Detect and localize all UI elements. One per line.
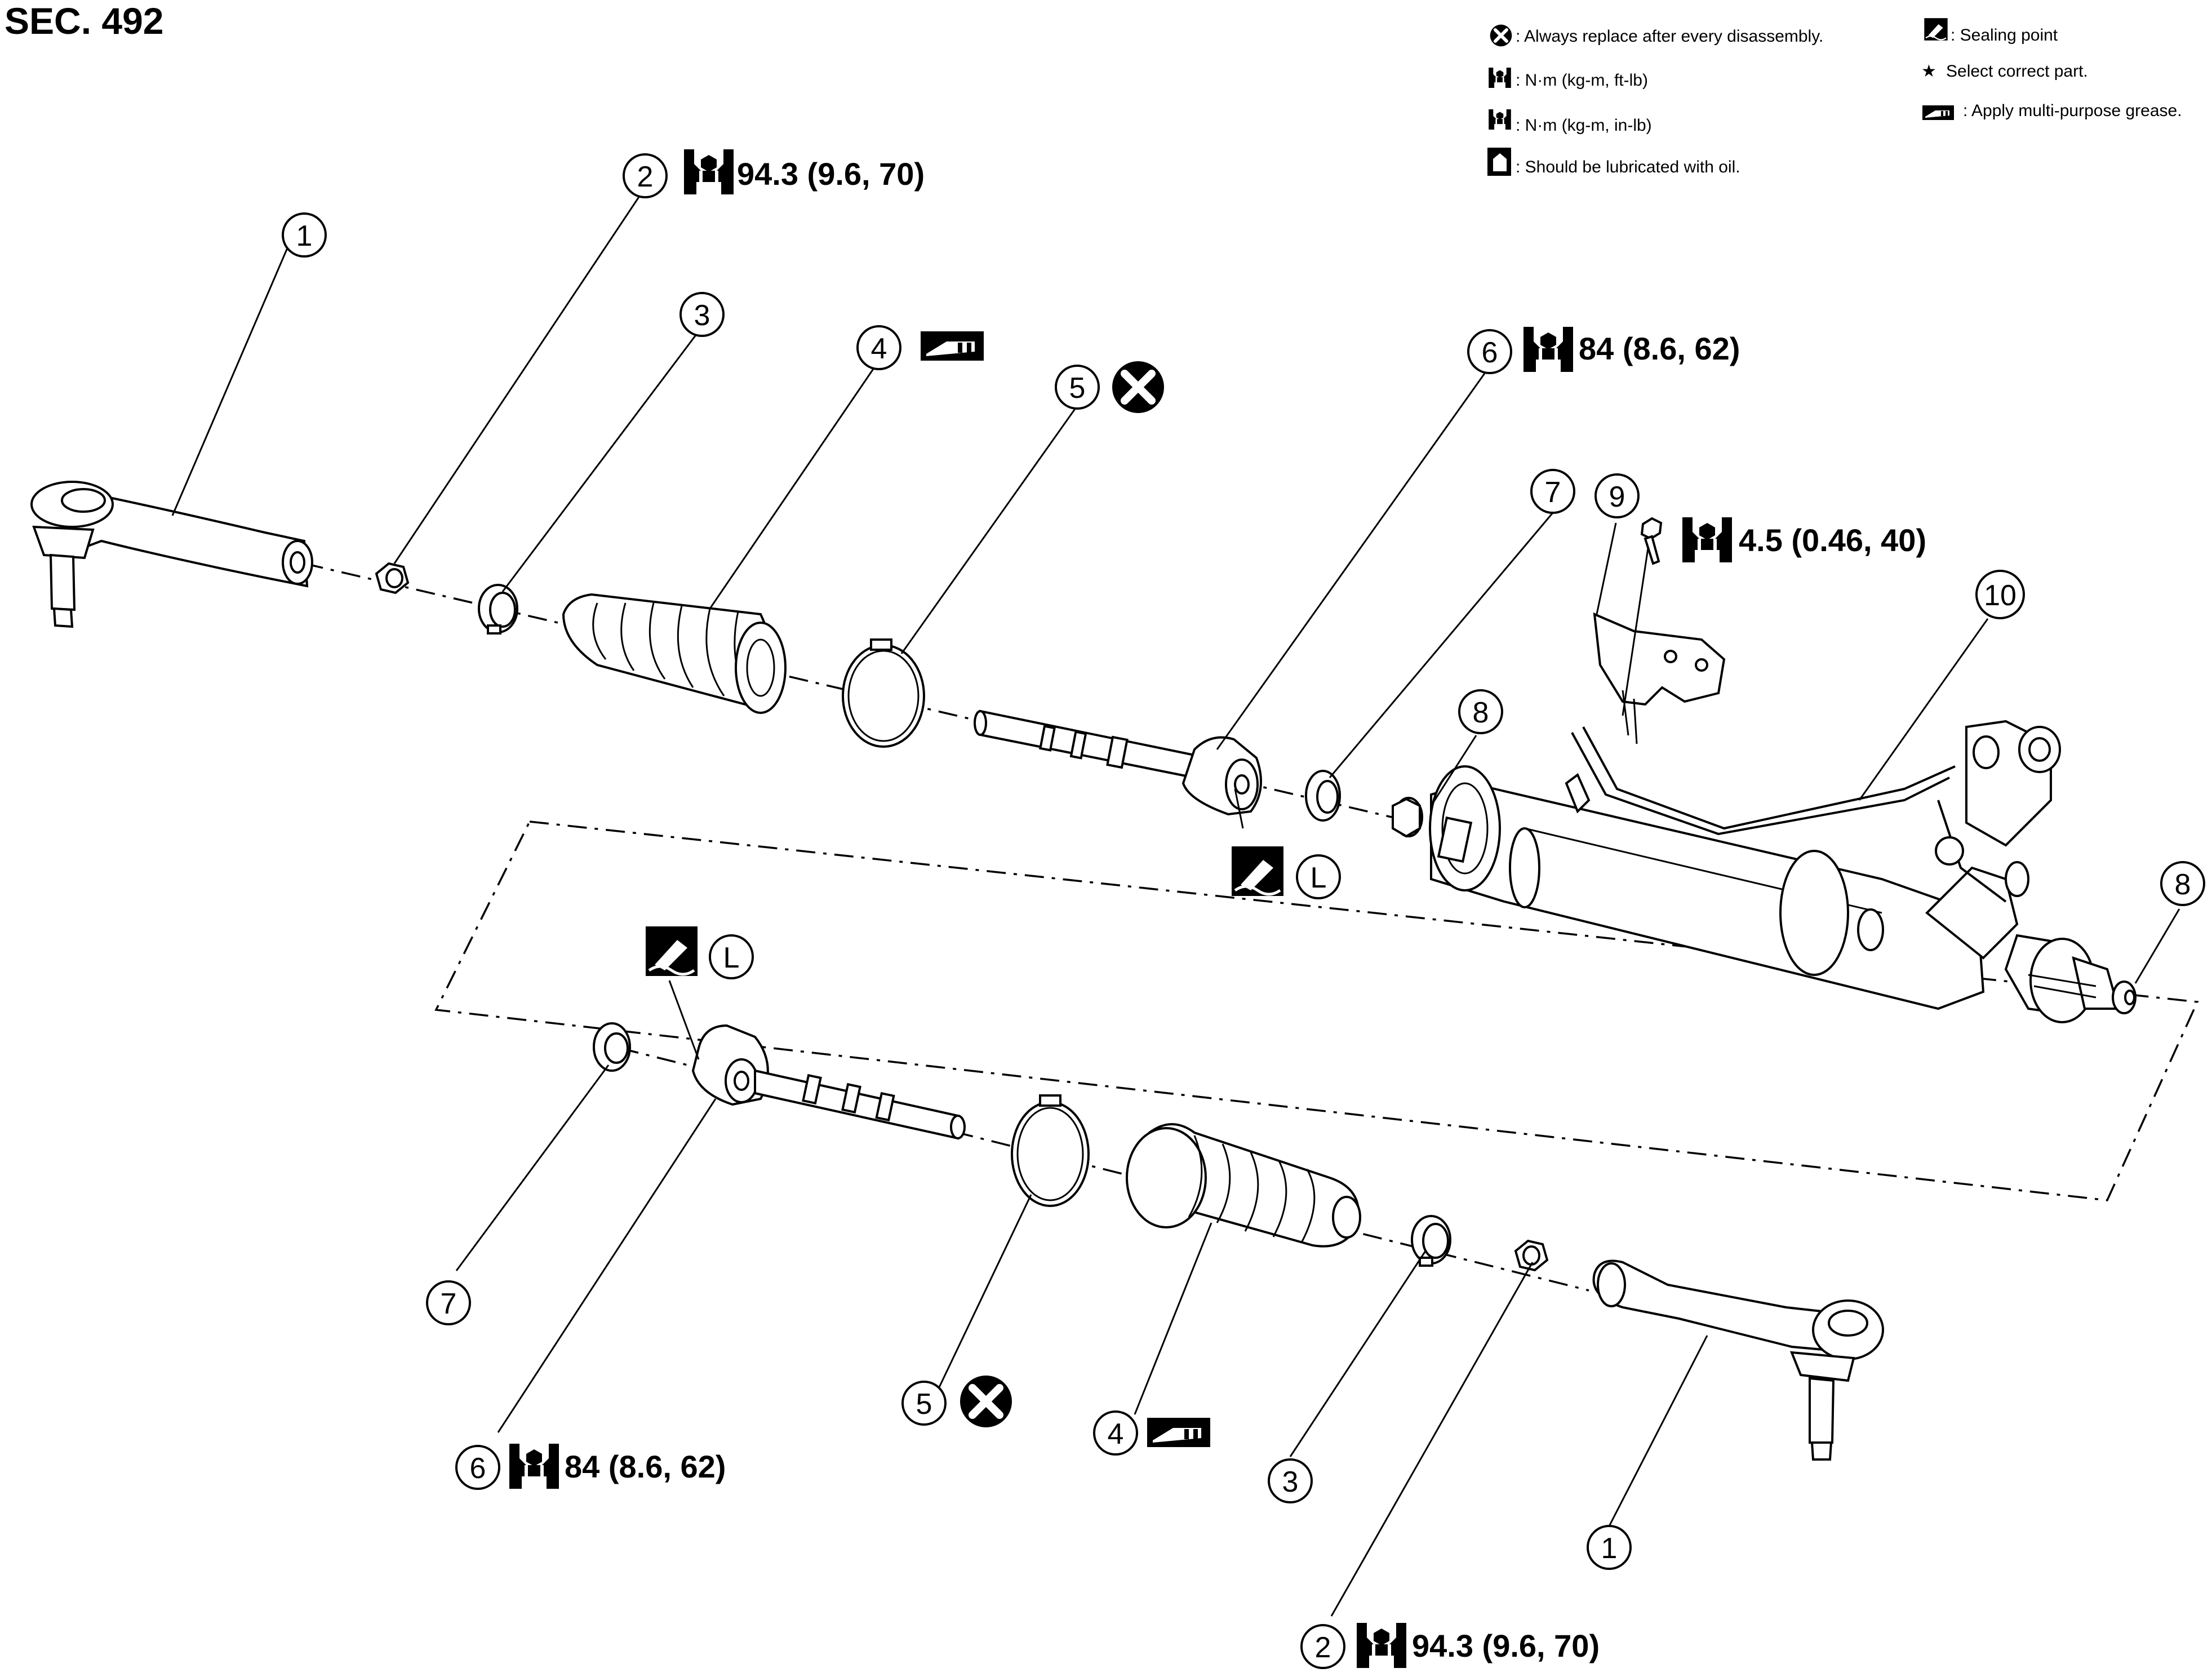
wrench-torque-icon-2-lower xyxy=(1357,1623,1406,1668)
callouts: 1 2 3 4 5 6 7 9 10 8 8 L L 7 6 5 4 3 1 2 xyxy=(282,153,2205,1669)
wrench-torque-icon-2-upper xyxy=(684,149,734,194)
grease-gun-icon-4-lower xyxy=(1147,1418,1210,1447)
bracket-and-bolt xyxy=(1593,517,1726,744)
torque-9: 4.5 (0.46, 40) xyxy=(1739,522,1926,558)
legend: : Always replace after every disassembly… xyxy=(1487,17,2182,176)
rack-frame-outline xyxy=(434,820,2199,1201)
callout-1-upper: 1 xyxy=(296,220,313,252)
torque-6-upper: 84 (8.6, 62) xyxy=(1579,331,1740,366)
wrench-torque-icon xyxy=(1487,66,1512,89)
callout-6-lower: 6 xyxy=(470,1452,486,1485)
callout-7-lower: 7 xyxy=(441,1288,457,1320)
legend-replace: : Always replace after every disassembly… xyxy=(1516,27,1823,46)
boot-clamp-large-lower xyxy=(1011,1094,1090,1207)
boot-clamp-large-upper xyxy=(842,638,925,748)
callout-3-lower: 3 xyxy=(1282,1466,1299,1498)
legend-torque-ftlb: : N·m (kg-m, ft-lb) xyxy=(1516,71,1648,90)
lock-nut-upper xyxy=(375,562,410,595)
callout-5-upper: 5 xyxy=(1069,372,1086,405)
boot-clamp-small-upper xyxy=(478,584,518,635)
callout-l-lower: L xyxy=(723,942,740,974)
callout-2-upper: 2 xyxy=(637,161,654,193)
legend-torque-inlb: : N·m (kg-m, in-lb) xyxy=(1516,116,1652,135)
specs: 94.3 (9.6, 70) 84 (8.6, 62) 4.5 (0.46, 4… xyxy=(509,149,1926,1668)
callout-8-left: 8 xyxy=(1473,696,1489,729)
callout-10: 10 xyxy=(1984,579,2016,612)
washer-lower xyxy=(593,1022,631,1072)
callout-7-upper: 7 xyxy=(1545,476,1561,509)
steering-gear-housing xyxy=(1429,720,2137,1023)
callout-2-lower: 2 xyxy=(1315,1631,1331,1664)
torque-2-lower: 94.3 (9.6, 70) xyxy=(1412,1628,1600,1663)
callout-9: 9 xyxy=(1609,481,1625,513)
legend-select: Select correct part. xyxy=(1946,62,2088,81)
wrench-torque-inlb-icon xyxy=(1487,108,1512,131)
callout-3-upper: 3 xyxy=(694,299,710,332)
cross-circle-icon-5-lower xyxy=(960,1376,1012,1427)
oil-can-icon xyxy=(1487,148,1511,176)
rack-end-left xyxy=(1392,797,1423,838)
legend-oil: : Should be lubricated with oil. xyxy=(1516,158,1740,176)
rack-boot-upper xyxy=(562,593,787,714)
callout-l-upper: L xyxy=(1311,862,1327,894)
cross-circle-icon xyxy=(1490,25,1512,47)
grease-gun-icon xyxy=(1922,105,1954,120)
wrench-torque-icon-6-lower xyxy=(509,1444,559,1489)
callout-4-upper: 4 xyxy=(871,332,887,365)
callout-1-lower: 1 xyxy=(1601,1532,1618,1565)
cross-circle-icon-5-upper xyxy=(1112,361,1164,413)
section-title: SEC. 492 xyxy=(5,0,164,42)
sealant-tube-icon-upper xyxy=(1232,846,1283,896)
sealant-tube-icon xyxy=(1924,17,1948,41)
torque-2-upper: 94.3 (9.6, 70) xyxy=(737,156,925,192)
torque-6-lower: 84 (8.6, 62) xyxy=(565,1449,726,1484)
rack-boot-lower xyxy=(1126,1123,1361,1248)
legend-grease: : Apply multi-purpose grease. xyxy=(1963,101,2182,120)
callout-4-lower: 4 xyxy=(1108,1418,1124,1450)
leader-lines xyxy=(171,187,2180,1617)
star-icon: ★ xyxy=(1921,62,1936,81)
callout-5-lower: 5 xyxy=(916,1388,932,1421)
boot-clamp-small-lower xyxy=(1411,1215,1451,1267)
outer-tie-rod-end-lower xyxy=(1592,1259,1884,1461)
washer-upper xyxy=(1305,770,1341,822)
outer-tie-rod-end-upper xyxy=(30,481,313,628)
callout-8-right: 8 xyxy=(2175,868,2191,901)
sealant-tube-icon-lower xyxy=(646,926,698,976)
inner-tie-rod-upper xyxy=(974,709,1262,816)
callout-6-upper: 6 xyxy=(1482,336,1498,369)
wrench-torque-icon-6-upper xyxy=(1523,327,1573,372)
legend-sealing: : Sealing point xyxy=(1951,26,2058,45)
grease-gun-icon-4-upper xyxy=(921,331,984,361)
wrench-torque-icon-9 xyxy=(1682,517,1732,562)
inner-tie-rod-lower xyxy=(691,1024,966,1140)
